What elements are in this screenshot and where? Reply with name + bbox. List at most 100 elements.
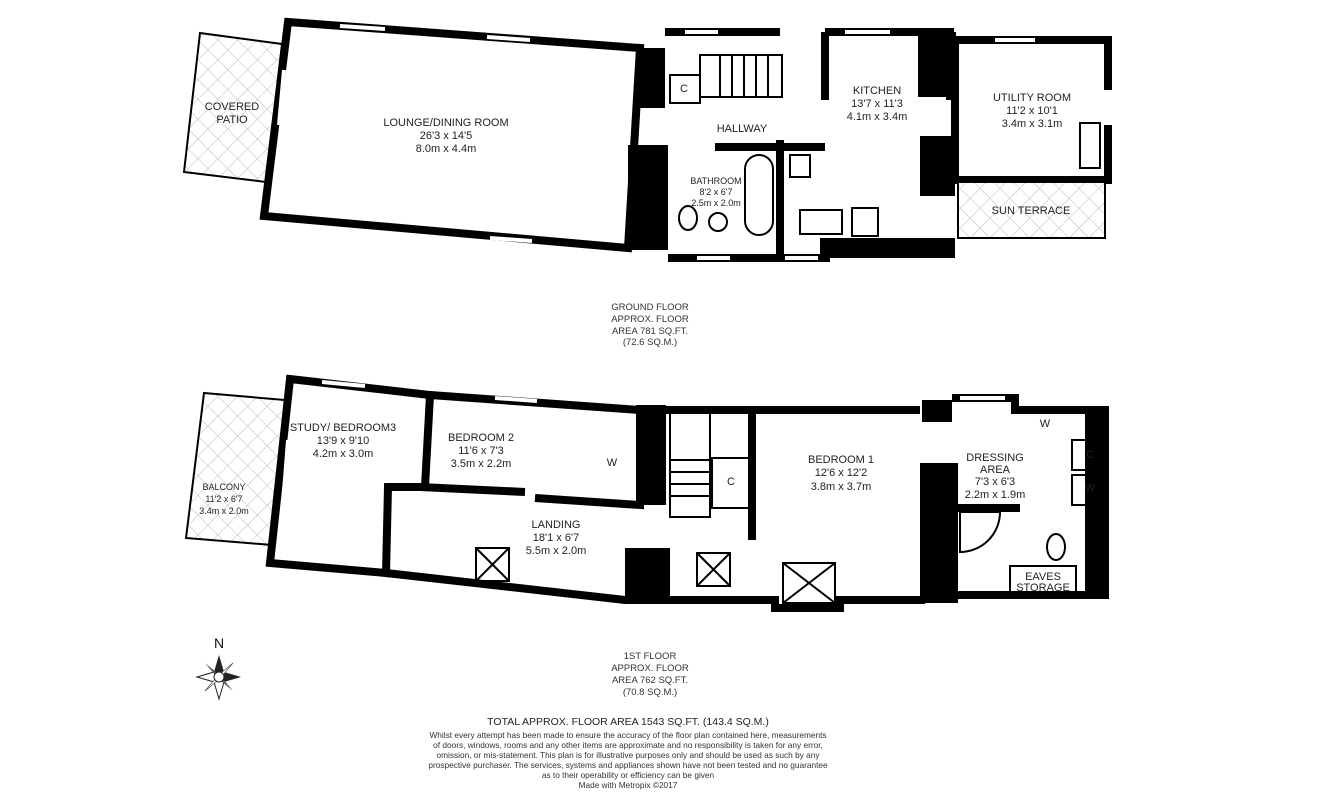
room-dimension-imperial: 11'2 x 10'1 (1006, 105, 1058, 117)
first-floor-wall (668, 596, 925, 612)
room-dimension-imperial: 13'9 x 9'10 (317, 435, 370, 447)
sun-terrace-area (957, 181, 1106, 239)
room-dimension-imperial: 8'2 x 6'7 (700, 187, 733, 197)
room-dimension-metric: 3.5m x 2.2m (451, 458, 512, 470)
room-label: KITCHEN (853, 85, 901, 97)
disclaimer-line: Whilst every attempt has been made to en… (429, 730, 826, 740)
utility-sink-icon (1079, 122, 1101, 169)
room-label: COVERED (205, 101, 259, 113)
room-label: BATHROOM (690, 176, 741, 186)
room-dimension-metric: 2.5m x 2.0m (691, 198, 741, 208)
room-label: SUN TERRACE (992, 205, 1071, 217)
toilet-icon (678, 205, 698, 231)
room-dimension-imperial: 12'6 x 12'2 (815, 467, 868, 479)
room-dimension-imperial: 26'3 x 14'5 (420, 130, 473, 142)
room-label: W (607, 457, 618, 469)
window (321, 380, 366, 388)
wall-block (920, 463, 958, 603)
staircase (699, 54, 783, 98)
room-label: DRESSING (966, 452, 1023, 464)
floor-caption: 1ST FLOOR (624, 651, 677, 662)
room-label: W (1085, 482, 1096, 494)
wall-block (625, 548, 670, 603)
room-dimension-metric: 3.8m x 3.7m (811, 481, 872, 493)
room-dimension-metric: 3.4m x 3.1m (1002, 118, 1063, 130)
room-dimension-imperial: 11'2 x 6'7 (205, 494, 242, 504)
skylight-icon (782, 562, 836, 604)
skylight-icon (475, 547, 510, 582)
room-label: BALCONY (202, 482, 245, 492)
room-label: AREA (980, 464, 1011, 476)
disclaimer-line: as to their operability or efficiency ca… (542, 770, 715, 780)
wall-block (820, 238, 955, 258)
disclaimer-line: prospective purchaser. The services, sys… (428, 760, 828, 770)
room-label: EAVES (1025, 571, 1061, 583)
ground-floor-plan: COVERED PATIO LOUNGE/DINING ROOM 26'3 x … (182, 17, 1112, 348)
room-label: UTILITY ROOM (993, 92, 1071, 104)
total-floor-area: TOTAL APPROX. FLOOR AREA 1543 SQ.FT. (14… (487, 716, 769, 728)
room-label: C (727, 476, 735, 488)
floor-caption: APPROX. FLOOR (611, 663, 689, 674)
window (339, 24, 386, 31)
bedroom2-wall (419, 483, 526, 496)
wall-block (640, 48, 665, 108)
wall-block (1085, 410, 1107, 595)
room-dimension-metric: 4.2m x 3.0m (313, 448, 374, 460)
room-label: C (680, 83, 688, 95)
study-walls (265, 374, 435, 578)
window (494, 396, 538, 403)
room-label: LOUNGE/DINING ROOM (383, 117, 508, 129)
balcony-area (184, 391, 287, 547)
disclaimer-line: omission, or mis-statement. This plan is… (436, 750, 820, 760)
room-dimension-metric: 2.2m x 1.9m (965, 489, 1026, 501)
disclaimer-line: of doors, windows, rooms and any other i… (433, 740, 823, 750)
wall-block (922, 400, 952, 422)
utility-wall (955, 36, 1112, 90)
chimney-breast (920, 136, 955, 196)
room-label: PATIO (216, 114, 248, 126)
floor-caption: (70.8 SQ.M.) (623, 687, 677, 698)
compass-rose-icon: N (195, 635, 241, 701)
room-dimension-metric: 5.5m x 2.0m (526, 545, 587, 557)
room-dimension-imperial: 13'7 x 11'3 (851, 98, 903, 110)
sink-icon (708, 212, 728, 232)
room-label: STORAGE (1016, 582, 1070, 594)
room-label: HALLWAY (717, 123, 768, 135)
wardrobe (1071, 474, 1103, 506)
room-dimension-metric: 4.1m x 3.4m (847, 111, 908, 123)
floor-caption: AREA 762 SQ.FT. (612, 675, 688, 686)
room-label: STUDY/ BEDROOM3 (290, 422, 396, 434)
shower-icon (959, 511, 1002, 554)
cupboard (1071, 439, 1103, 471)
balcony-door (281, 439, 290, 506)
window (486, 35, 531, 42)
room-dimension-imperial: 7'3 x 6'3 (975, 476, 1015, 488)
floor-caption: (72.6 SQ.M.) (623, 337, 677, 348)
skylight-icon (696, 552, 731, 587)
wall-block (628, 145, 668, 250)
credit-line: Made with Metropix ©2017 (579, 780, 678, 790)
room-dimension-imperial: 11'6 x 7'3 (458, 445, 504, 457)
first-floor-plan: BALCONY 11'2 x 6'7 3.4m x 2.0m STUDY/ BE… (184, 374, 1109, 698)
room-label: BEDROOM 1 (808, 454, 874, 466)
utility-wall (951, 40, 1112, 184)
room-label: W (1040, 418, 1051, 430)
staircase (669, 411, 711, 518)
room-label: C (1086, 449, 1094, 461)
hob-icon (851, 207, 879, 237)
bathtub-icon (744, 154, 774, 236)
patio-door (277, 69, 286, 126)
kitchen-sink-icon (799, 209, 843, 235)
room-label: LANDING (532, 519, 581, 531)
window (489, 236, 533, 243)
floor-caption: GROUND FLOOR (611, 302, 689, 313)
room-dimension-metric: 8.0m x 4.4m (416, 143, 477, 155)
eaves-storage (1009, 565, 1077, 597)
room-dimension-metric: 3.4m x 2.0m (199, 506, 249, 516)
toilet-icon (1046, 533, 1066, 561)
wall-block (636, 405, 666, 505)
wall-block (918, 32, 956, 97)
north-label: N (214, 635, 224, 651)
floor-caption: AREA 781 SQ.FT. (612, 326, 688, 337)
